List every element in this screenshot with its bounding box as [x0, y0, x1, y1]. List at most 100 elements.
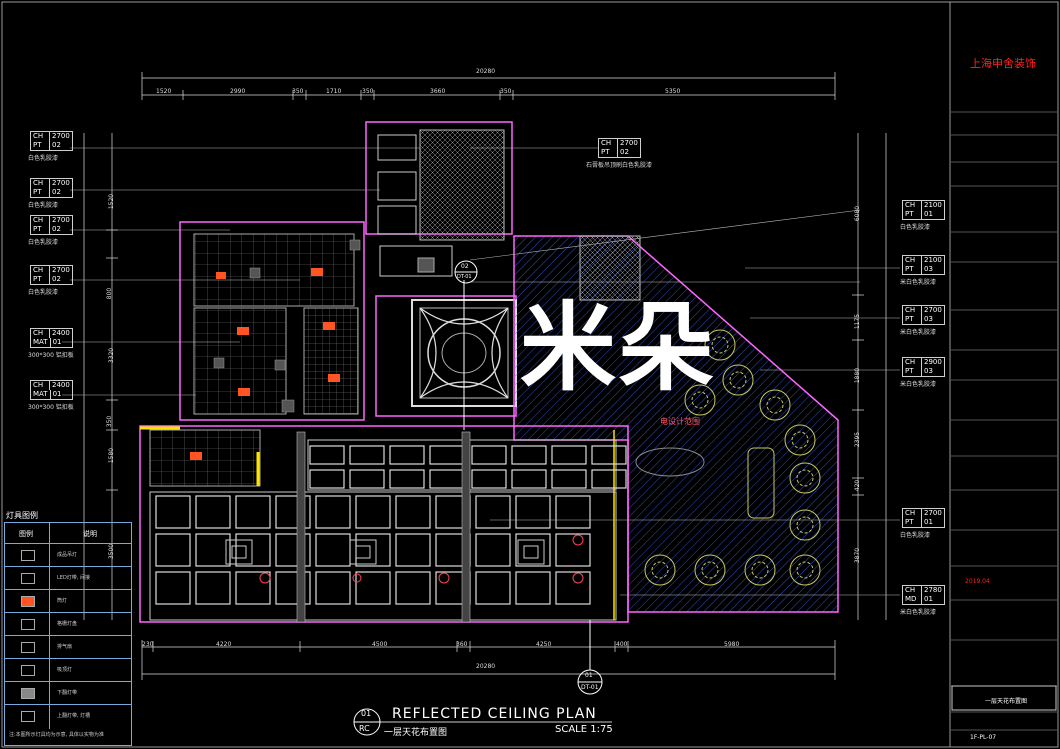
section-top-ref: DT-01 — [457, 274, 472, 280]
coffer-panel — [275, 533, 311, 567]
bottom-dim-1: 4220 — [216, 641, 232, 648]
coffer-panel — [591, 445, 627, 465]
company-name: 上海申舍装饰 — [970, 57, 1036, 70]
ceiling-tag-left-1-desc: 白色乳胶漆 — [28, 202, 59, 209]
planter-symbol — [789, 462, 821, 494]
coffer-panel — [349, 469, 385, 489]
coffer-panel — [355, 533, 391, 567]
legend-symbol-icon — [21, 550, 35, 561]
planter-symbol — [704, 329, 736, 361]
ceiling-tag-left-5-desc: 300*300 铝扣板 — [28, 404, 74, 411]
planter-symbol — [789, 509, 821, 541]
section-bottom-ref: DT-01 — [581, 684, 599, 691]
legend-item-label: 格栅灯盘 — [57, 621, 78, 627]
bottom-total-dim: 20280 — [476, 663, 496, 670]
top-dim-5: 3660 — [430, 88, 446, 95]
coffer-panel — [475, 571, 511, 605]
planter-symbol — [694, 554, 726, 586]
coffer-panel — [389, 469, 425, 489]
ceiling-tag-left-0-desc: 白色乳胶漆 — [28, 155, 59, 162]
top-dim-6: 350 — [500, 88, 512, 95]
ceiling-tag-right-0-desc: 白色乳胶漆 — [900, 224, 931, 231]
coffer-panel — [511, 469, 547, 489]
bottom-dim-4: 4250 — [536, 641, 552, 648]
legend-symbol-icon — [21, 619, 35, 630]
coffer-grid — [155, 445, 627, 605]
ceiling-tag-right-3-desc: 米白色乳胶漆 — [900, 381, 937, 388]
right-dim-1: 1175 — [854, 313, 862, 330]
section-marker-top — [454, 260, 478, 284]
top-dim-0: 1520 — [156, 88, 172, 95]
coffer-panel — [195, 495, 231, 529]
top-dim-3: 1710 — [326, 88, 342, 95]
ceiling-tag-right-5-desc: 米白色乳胶漆 — [900, 609, 937, 616]
coffer-panel — [511, 445, 547, 465]
planter-symbol — [759, 389, 791, 421]
coffer-panel — [471, 445, 507, 465]
section-bottom-id: 01 — [585, 672, 593, 679]
coffer-panel — [429, 469, 465, 489]
legend-row — [5, 566, 131, 567]
legend-symbol-icon — [21, 642, 35, 653]
columns — [296, 431, 471, 623]
ceiling-tag-right-4-desc: 白色乳胶漆 — [900, 532, 931, 539]
ceiling-tag-right-2-desc: 米白色乳胶漆 — [900, 329, 937, 336]
ceiling-tag-left-3-desc: 白色乳胶漆 — [28, 289, 59, 296]
left-dim-0: 1520 — [108, 193, 116, 210]
planter-symbol — [784, 424, 816, 456]
left-dim-1: 800 — [106, 287, 114, 300]
coffer-band-lower — [149, 491, 617, 621]
room-grid-ceiling-1 — [193, 233, 355, 307]
bottom-dim-3: 360 — [456, 641, 468, 648]
coffer-panel — [155, 495, 191, 529]
bottom-dim-6: 5980 — [724, 641, 740, 648]
legend-symbol-icon — [21, 596, 35, 607]
room-label: 电设计范围 — [660, 417, 700, 426]
coffer-panel — [155, 533, 191, 567]
section-marker-bottom — [577, 620, 603, 695]
coffer-panel — [429, 445, 465, 465]
left-dim-3: 350 — [106, 415, 114, 428]
coffer-panel — [555, 495, 591, 529]
legend-symbol-icon — [21, 573, 35, 584]
right-dim-5: 3870 — [854, 547, 862, 564]
drawing-title: REFLECTED CEILING PLAN — [392, 706, 597, 722]
legend-header-symbol: 图例 — [19, 530, 33, 538]
coffer-panel — [515, 495, 551, 529]
top-dim-1: 2990 — [230, 88, 246, 95]
coffer-panel — [551, 469, 587, 489]
drawing-scale: SCALE 1:75 — [555, 724, 613, 735]
pendant-lights — [259, 534, 584, 584]
bottom-dim-5: 400 — [616, 641, 628, 648]
title-block-date: 2019.04 — [965, 578, 990, 585]
bottom-dim-0: 230 — [142, 641, 154, 648]
left-dim-4: 1580 — [108, 447, 116, 464]
legend-row — [5, 612, 131, 613]
planter-symbol — [744, 554, 776, 586]
chandelier-motifs — [225, 539, 545, 565]
ceiling-tag-left-2-desc: 白色乳胶漆 — [28, 239, 59, 246]
corridor-grid — [149, 429, 261, 487]
coffer-panel — [315, 495, 351, 529]
legend-symbol-icon — [21, 711, 35, 722]
coffer-panel — [235, 533, 271, 567]
legend-note: 注:本图所示灯具均为示意, 具体以实物为准 — [9, 732, 104, 738]
view-sheet: RC — [359, 724, 370, 733]
coffer-panel — [355, 571, 391, 605]
legend-item-label: 下翻灯带 — [57, 690, 78, 696]
sheet-title: 一层天花布置图 — [985, 698, 1028, 705]
stair-core-hatch — [419, 129, 505, 241]
legend-item-label: 排气扇 — [57, 644, 73, 650]
planter-symbol — [684, 384, 716, 416]
